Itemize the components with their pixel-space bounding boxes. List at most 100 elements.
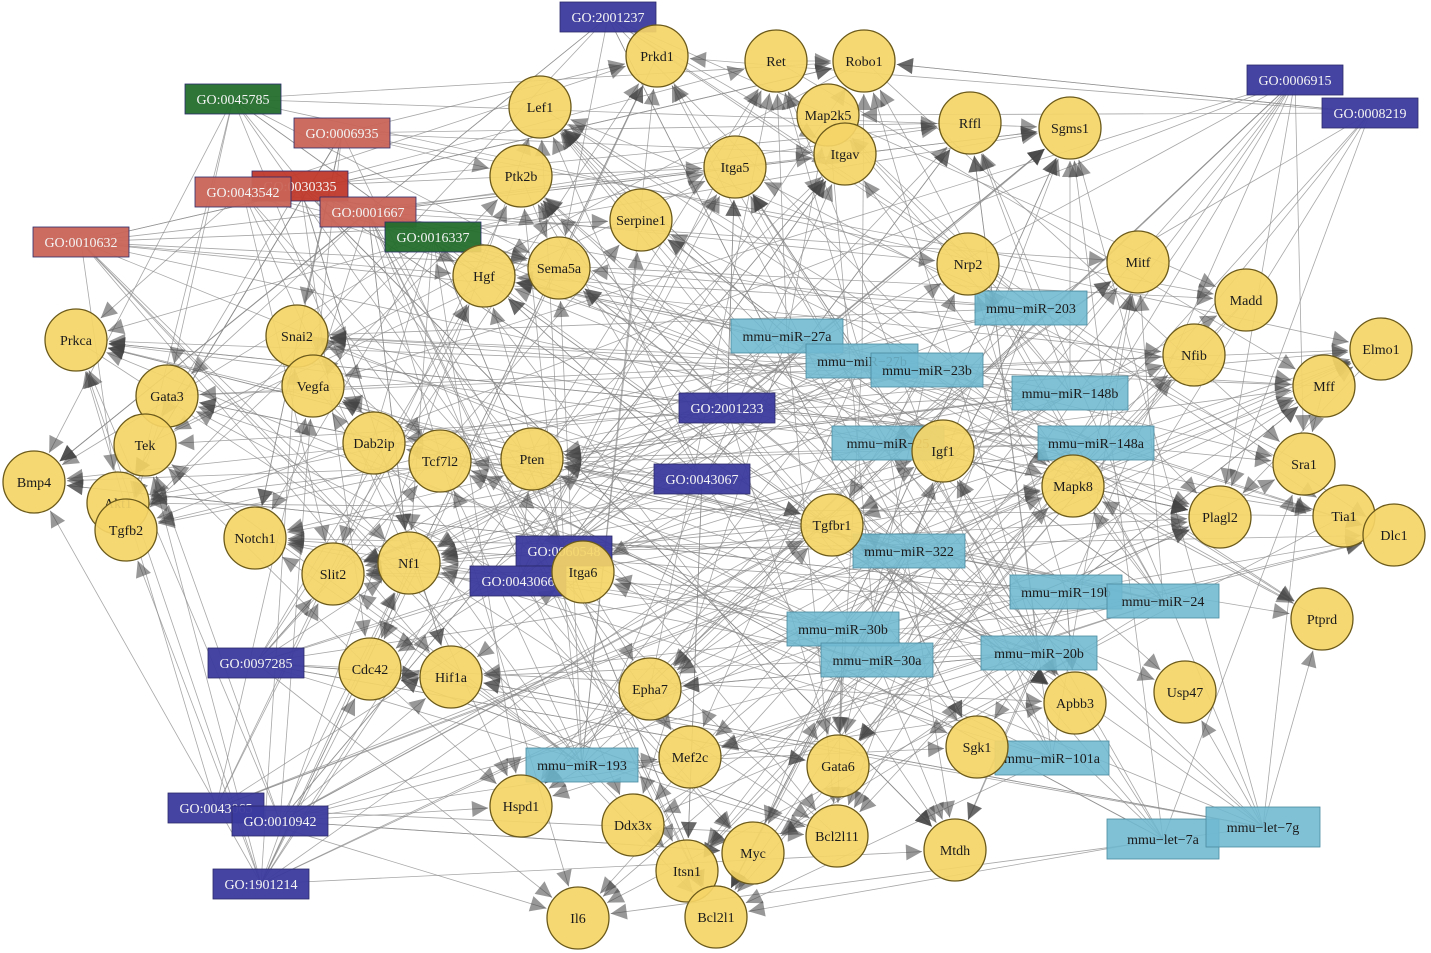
mirna-node-mmu-let-7a[interactable]: mmu−let−7a bbox=[1106, 818, 1220, 860]
mirna-label: mmu−miR−30b bbox=[798, 623, 888, 638]
go-term-node-go-0016337[interactable]: GO:0016337 bbox=[384, 221, 482, 253]
mirna-node-mmu-mir-20b[interactable]: mmu−miR−20b bbox=[980, 635, 1098, 671]
gene-node-hif1a[interactable]: Hif1a bbox=[419, 645, 483, 709]
arrowhead bbox=[1031, 507, 1049, 525]
arrowhead bbox=[640, 775, 656, 794]
gene-node-notch1[interactable]: Notch1 bbox=[223, 506, 287, 570]
gene-node-elmo1[interactable]: Elmo1 bbox=[1349, 317, 1413, 381]
gene-node-prkd1[interactable]: Prkd1 bbox=[625, 24, 689, 88]
gene-node-robo1[interactable]: Robo1 bbox=[832, 29, 896, 93]
mirna-node-mmu-mir-193[interactable]: mmu−miR−193 bbox=[525, 747, 639, 783]
gene-node-vegfa[interactable]: Vegfa bbox=[281, 354, 345, 418]
gene-node-gata3[interactable]: Gata3 bbox=[135, 364, 199, 428]
arrowhead bbox=[764, 182, 783, 197]
edge bbox=[896, 63, 1371, 114]
gene-node-mitf[interactable]: Mitf bbox=[1106, 230, 1170, 294]
mirna-node-mmu-mir-101a[interactable]: mmu−miR−101a bbox=[994, 740, 1110, 776]
gene-node-gata6[interactable]: Gata6 bbox=[806, 734, 870, 798]
arrowhead bbox=[1262, 425, 1280, 442]
gene-node-myc[interactable]: Myc bbox=[721, 821, 785, 885]
gene-node-hspd1[interactable]: Hspd1 bbox=[489, 774, 553, 838]
gene-node-itga6[interactable]: Itga6 bbox=[551, 540, 615, 604]
mirna-node-mmu-mir-23b[interactable]: mmu−miR−23b bbox=[870, 352, 984, 388]
mirna-node-mmu-mir-19b[interactable]: mmu−miR−19b bbox=[1009, 574, 1123, 610]
go-term-node-go-1901214[interactable]: GO:1901214 bbox=[212, 868, 310, 900]
gene-node-dlc1[interactable]: Dlc1 bbox=[1362, 503, 1426, 567]
gene-node-tia1[interactable]: Tia1 bbox=[1312, 484, 1376, 548]
gene-node-nf1[interactable]: Nf1 bbox=[377, 531, 441, 595]
gene-node-rffl[interactable]: Rffl bbox=[938, 91, 1002, 155]
arrowhead bbox=[1277, 354, 1296, 370]
go-term-node-go-0043067[interactable]: GO:0043067 bbox=[653, 463, 751, 495]
gene-node-cdc42[interactable]: Cdc42 bbox=[338, 637, 402, 701]
go-term-node-go-0008219[interactable]: GO:0008219 bbox=[1321, 97, 1419, 129]
go-term-node-go-0045785[interactable]: GO:0045785 bbox=[184, 83, 282, 115]
gene-node-tgfb2[interactable]: Tgfb2 bbox=[94, 498, 158, 562]
gene-node-nfib[interactable]: Nfib bbox=[1162, 323, 1226, 387]
mirna-node-mmu-mir-148a[interactable]: mmu−miR−148a bbox=[1037, 425, 1155, 461]
gene-node-tek[interactable]: Tek bbox=[113, 413, 177, 477]
gene-node-plagl2[interactable]: Plagl2 bbox=[1188, 485, 1252, 549]
gene-node-ddx3x[interactable]: Ddx3x bbox=[601, 793, 665, 857]
gene-node-sgk1[interactable]: Sgk1 bbox=[945, 715, 1009, 779]
gene-node-igf1[interactable]: Igf1 bbox=[911, 419, 975, 483]
mirna-node-mmu-mir-27a[interactable]: mmu−miR−27a bbox=[730, 318, 844, 354]
gene-node-serpine1[interactable]: Serpine1 bbox=[609, 188, 673, 252]
go-term-node-go-0006935[interactable]: GO:0006935 bbox=[293, 117, 391, 149]
gene-node-lef1[interactable]: Lef1 bbox=[508, 75, 572, 139]
gene-node-sgms1[interactable]: Sgms1 bbox=[1038, 96, 1102, 160]
go-term-node-go-0010632[interactable]: GO:0010632 bbox=[32, 226, 130, 258]
arrowhead bbox=[106, 351, 125, 367]
gene-node-pten[interactable]: Pten bbox=[500, 427, 564, 491]
go-term-node-go-0010942[interactable]: GO:0010942 bbox=[231, 805, 329, 837]
arrowhead bbox=[301, 418, 318, 436]
gene-node-sema5a[interactable]: Sema5a bbox=[527, 236, 591, 300]
gene-label: Igf1 bbox=[931, 445, 954, 460]
mirna-node-mmu-mir-30a[interactable]: mmu−miR−30a bbox=[820, 642, 934, 678]
gene-circle bbox=[1272, 432, 1336, 496]
mirna-node-mmu-mir-203[interactable]: mmu−miR−203 bbox=[974, 290, 1088, 326]
gene-node-nrp2[interactable]: Nrp2 bbox=[936, 232, 1000, 296]
gene-node-slit2[interactable]: Slit2 bbox=[301, 542, 365, 606]
gene-node-mff[interactable]: Mff bbox=[1292, 354, 1356, 418]
gene-node-itga5[interactable]: Itga5 bbox=[703, 135, 767, 199]
gene-node-ret[interactable]: Ret bbox=[744, 29, 808, 93]
gene-node-mtdh[interactable]: Mtdh bbox=[923, 818, 987, 882]
gene-node-bmp4[interactable]: Bmp4 bbox=[2, 450, 66, 514]
gene-node-itsn1[interactable]: Itsn1 bbox=[655, 839, 719, 903]
gene-node-mapk8[interactable]: Mapk8 bbox=[1041, 454, 1105, 518]
edge bbox=[441, 524, 833, 561]
go-term-node-go-2001233[interactable]: GO:2001233 bbox=[678, 392, 776, 424]
gene-node-bcl2l11[interactable]: Bcl2l11 bbox=[805, 804, 869, 868]
mirna-node-mmu-let-7g[interactable]: mmu−let−7g bbox=[1205, 806, 1321, 848]
gene-node-bcl2l1[interactable]: Bcl2l1 bbox=[684, 885, 748, 949]
arrowhead bbox=[66, 479, 84, 496]
gene-node-usp47[interactable]: Usp47 bbox=[1153, 660, 1217, 724]
edge bbox=[956, 480, 1040, 654]
mirna-node-mmu-mir-148b[interactable]: mmu−miR−148b bbox=[1011, 375, 1129, 411]
gene-node-hgf[interactable]: Hgf bbox=[452, 244, 516, 308]
go-term-box bbox=[194, 176, 292, 208]
gene-node-epha7[interactable]: Epha7 bbox=[618, 657, 682, 721]
go-term-node-go-0006915[interactable]: GO:0006915 bbox=[1246, 64, 1344, 96]
gene-node-sra1[interactable]: Sra1 bbox=[1272, 432, 1336, 496]
gene-node-dab2ip[interactable]: Dab2ip bbox=[342, 411, 406, 475]
gene-node-prkca[interactable]: Prkca bbox=[44, 308, 108, 372]
gene-node-madd[interactable]: Madd bbox=[1214, 268, 1278, 332]
arrowhead bbox=[643, 88, 660, 106]
go-term-node-go-0097285[interactable]: GO:0097285 bbox=[207, 647, 305, 679]
go-term-node-go-2001237[interactable]: GO:2001237 bbox=[559, 1, 657, 33]
gene-node-tcf7l2[interactable]: Tcf7l2 bbox=[408, 429, 472, 493]
gene-node-apbb3[interactable]: Apbb3 bbox=[1043, 671, 1107, 735]
arrowhead bbox=[1150, 375, 1168, 392]
gene-node-il6[interactable]: Il6 bbox=[546, 886, 610, 950]
gene-node-itgav[interactable]: Itgav bbox=[813, 122, 877, 186]
go-term-node-go-0043542[interactable]: GO:0043542 bbox=[194, 176, 292, 208]
gene-node-mef2c[interactable]: Mef2c bbox=[658, 725, 722, 789]
gene-node-ptk2b[interactable]: Ptk2b bbox=[489, 144, 553, 208]
mirna-node-mmu-mir-30b[interactable]: mmu−miR−30b bbox=[786, 611, 900, 647]
gene-node-tgfbr1[interactable]: Tgfbr1 bbox=[800, 493, 864, 557]
mirna-node-mmu-mir-24[interactable]: mmu−miR−24 bbox=[1106, 583, 1220, 619]
mirna-node-mmu-mir-322[interactable]: mmu−miR−322 bbox=[852, 533, 966, 569]
gene-node-ptprd[interactable]: Ptprd bbox=[1290, 587, 1354, 651]
